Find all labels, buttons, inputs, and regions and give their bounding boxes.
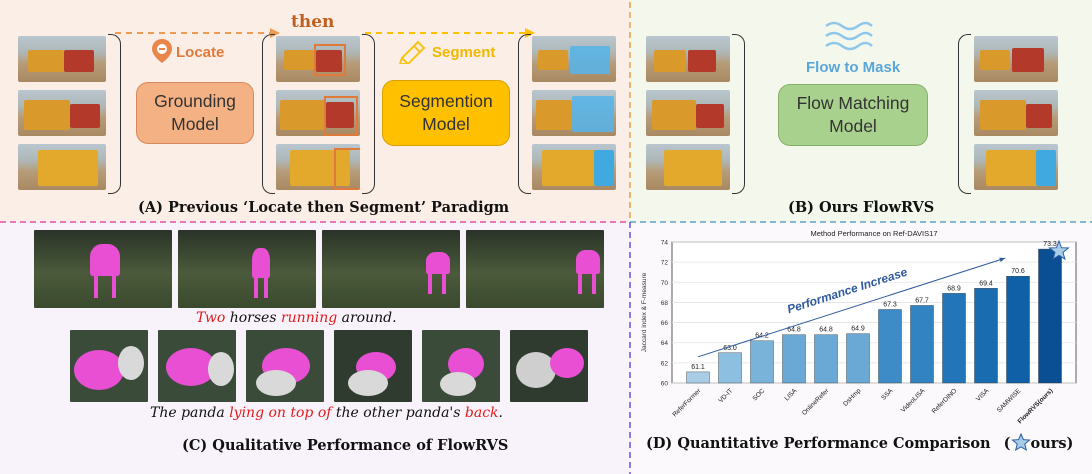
y-tick-label: 64 bbox=[661, 340, 669, 347]
located-frame-1 bbox=[276, 36, 360, 82]
giraffe-frame-2 bbox=[178, 230, 316, 308]
flow-waves-icon bbox=[825, 21, 873, 51]
giraffe-frame-1 bbox=[34, 230, 172, 308]
bar-value-label: 61.1 bbox=[691, 364, 705, 371]
y-tick-label: 60 bbox=[661, 381, 669, 388]
y-axis-label: Jaccard index & F-measure bbox=[641, 272, 648, 352]
locate-pin-icon bbox=[152, 39, 172, 63]
bar-value-label: 69.4 bbox=[979, 280, 993, 287]
panda-frame-3 bbox=[246, 330, 324, 402]
bar bbox=[846, 333, 870, 384]
pen-icon bbox=[398, 40, 426, 64]
bar bbox=[686, 371, 710, 384]
panda-frame-4 bbox=[334, 330, 412, 402]
sentence-1: Two horses running around. bbox=[196, 310, 397, 326]
panel-flowrvs: Flow to Mask Flow Matching Model (B) Our… bbox=[630, 0, 1092, 222]
bar bbox=[1006, 276, 1030, 384]
trend-arrow-head bbox=[999, 257, 1006, 263]
then-label: then bbox=[291, 12, 335, 32]
output-frame-2 bbox=[974, 90, 1058, 136]
grounding-model-box: Grounding Model bbox=[136, 82, 254, 144]
input-frame-3 bbox=[646, 144, 730, 190]
bar-value-label: 67.3 bbox=[883, 301, 897, 308]
star-icon bbox=[1048, 239, 1070, 261]
y-tick-label: 62 bbox=[661, 360, 669, 367]
giraffe-frame-4 bbox=[466, 230, 604, 308]
y-tick-label: 72 bbox=[661, 260, 669, 267]
input-frame-2 bbox=[18, 90, 106, 136]
y-tick-label: 68 bbox=[661, 300, 669, 307]
output-frame-1 bbox=[974, 36, 1058, 82]
caption-d: (D) Quantitative Performance Comparison … bbox=[646, 432, 1074, 452]
panel-quantitative: 60 62 64 66 68 70 72 74 Method Performance on Re… bbox=[630, 222, 1092, 474]
performance-bar-chart: 60 62 64 66 68 70 72 74 Method Performance on Re… bbox=[641, 229, 1077, 425]
bracket bbox=[262, 34, 275, 194]
bar-value-label: 64.8 bbox=[819, 327, 833, 334]
giraffe-frame-3 bbox=[322, 230, 460, 308]
bar bbox=[878, 309, 902, 384]
bar-value-label: 64.9 bbox=[851, 326, 865, 333]
segmented-frame-3 bbox=[532, 144, 616, 190]
y-tick-label: 66 bbox=[661, 320, 669, 327]
input-frame-3 bbox=[18, 144, 106, 190]
flow-to-mask-label: Flow to Mask bbox=[806, 59, 901, 76]
input-frame-2 bbox=[646, 90, 730, 136]
caption-b: (B) Ours FlowRVS bbox=[788, 199, 935, 216]
chart-title: Method Performance on Ref-DAVIS17 bbox=[810, 229, 937, 238]
bar-value-label: 64.8 bbox=[787, 327, 801, 334]
star-icon bbox=[1010, 432, 1031, 452]
bar bbox=[910, 305, 934, 384]
caption-a: (A) Previous ‘Locate then Segment’ Parad… bbox=[138, 199, 510, 216]
panda-frame-1 bbox=[70, 330, 148, 402]
panda-frame-5 bbox=[422, 330, 500, 402]
caption-c: (C) Qualitative Performance of FlowRVS bbox=[182, 437, 509, 454]
bar bbox=[718, 352, 742, 384]
bar bbox=[750, 340, 774, 384]
bar-value-label: 63.0 bbox=[723, 345, 737, 352]
bar-value-label: 68.9 bbox=[947, 285, 961, 292]
segmented-frame-1 bbox=[532, 36, 616, 82]
bar-value-label: 73.3 bbox=[1043, 241, 1057, 248]
bar bbox=[974, 288, 998, 384]
bar bbox=[782, 334, 806, 384]
bracket bbox=[958, 34, 971, 194]
bracket bbox=[518, 34, 531, 194]
segmented-frame-2 bbox=[532, 90, 616, 136]
flow-matching-model-box: Flow Matching Model bbox=[778, 84, 928, 146]
y-tick-label: 70 bbox=[661, 280, 669, 287]
segmention-model-box: Segmention Model bbox=[382, 80, 510, 146]
input-frame-1 bbox=[646, 36, 730, 82]
locate-label: Locate bbox=[176, 44, 225, 61]
bar bbox=[942, 293, 966, 384]
input-frame-1 bbox=[18, 36, 106, 82]
panda-frame-6 bbox=[510, 330, 588, 402]
bar bbox=[1038, 248, 1062, 384]
located-frame-3 bbox=[276, 144, 360, 190]
output-frame-3 bbox=[974, 144, 1058, 190]
panel-previous-paradigm: Grounding Model Locate then Segment Se bbox=[0, 0, 630, 222]
bar-value-label: 70.6 bbox=[1011, 268, 1025, 275]
segment-label: Segment bbox=[432, 44, 496, 61]
trend-arrow-line bbox=[697, 257, 1006, 358]
panel-qualitative: Two horses running around. The panda lyi… bbox=[0, 222, 630, 474]
sentence-2: The panda lying on top of the other pand… bbox=[150, 405, 503, 421]
panda-frame-2 bbox=[158, 330, 236, 402]
located-frame-2 bbox=[276, 90, 360, 136]
y-tick-label: 74 bbox=[661, 240, 669, 247]
bar bbox=[814, 334, 838, 384]
bar-value-label: 67.7 bbox=[915, 297, 929, 304]
